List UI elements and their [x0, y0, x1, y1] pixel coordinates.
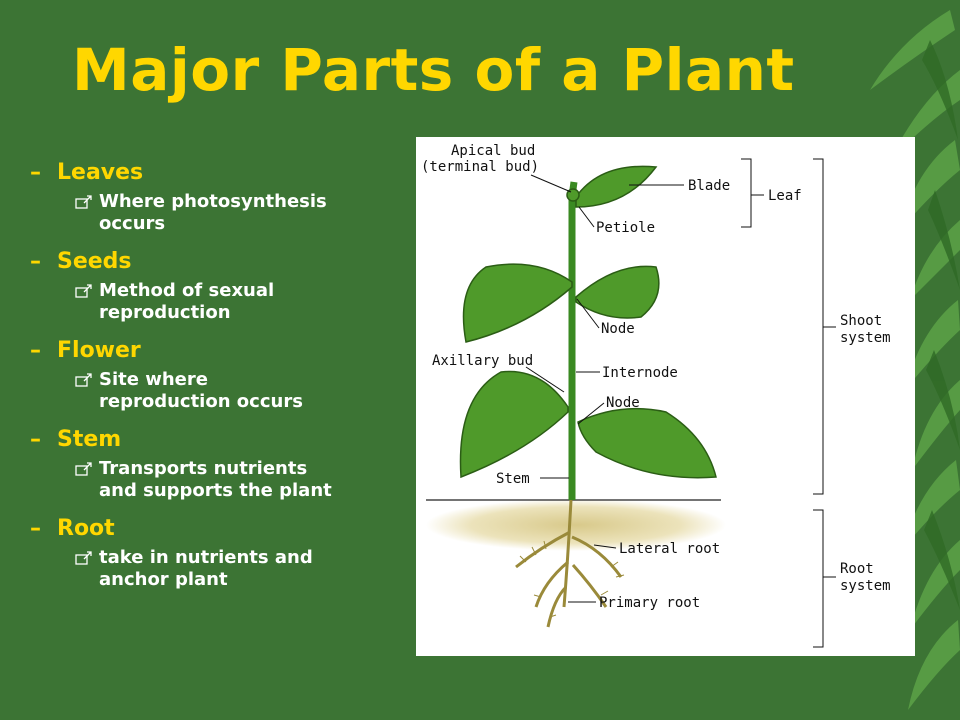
bullet-heading: Seeds: [57, 249, 132, 274]
label-node-lower: Node: [606, 395, 640, 411]
arrow-bullet-icon: [75, 284, 92, 298]
label-root-system: system: [840, 578, 891, 594]
leaf-border-decoration: [870, 10, 960, 710]
label-node-upper: Node: [601, 321, 635, 337]
label-petiole: Petiole: [596, 220, 655, 236]
stem-drawing: [568, 181, 578, 500]
dash-marker: –: [30, 338, 41, 363]
bullet-heading: Leaves: [57, 160, 144, 185]
dash-marker: –: [30, 427, 41, 452]
plant-diagram: Apical bud (terminal bud) Blade Leaf Pet…: [416, 137, 915, 656]
label-blade: Blade: [688, 178, 730, 194]
leaf-shapes: [459, 165, 717, 479]
label-axillary-bud: Axillary bud: [432, 353, 533, 369]
arrow-bullet-icon: [75, 373, 92, 387]
arrow-bullet-icon: [75, 462, 92, 476]
label-primary-root: Primary root: [599, 595, 700, 611]
label-shoot: Shoot: [840, 313, 882, 329]
arrow-bullet-icon: [75, 551, 92, 565]
dash-marker: –: [30, 249, 41, 274]
soil-area: [426, 499, 726, 551]
plant-illustration: Apical bud (terminal bud) Blade Leaf Pet…: [421, 143, 891, 648]
bullet-heading: Root: [57, 516, 115, 541]
dash-marker: –: [30, 516, 41, 541]
bullet-heading: Flower: [57, 338, 141, 363]
root-system-drawing: [515, 499, 623, 628]
label-leaf: Leaf: [768, 188, 802, 204]
label-apical-bud: Apical bud: [451, 143, 535, 159]
label-stem: Stem: [496, 471, 530, 487]
label-internode: Internode: [602, 365, 678, 381]
label-shoot-system: system: [840, 330, 891, 346]
page-title: Major Parts of a Plant: [72, 36, 795, 104]
label-terminal-bud: (terminal bud): [421, 159, 539, 175]
arrow-bullet-icon: [75, 195, 92, 209]
label-root: Root: [840, 561, 874, 577]
dash-marker: –: [30, 160, 41, 185]
label-lateral-root: Lateral root: [619, 541, 720, 557]
bullet-heading: Stem: [57, 427, 122, 452]
